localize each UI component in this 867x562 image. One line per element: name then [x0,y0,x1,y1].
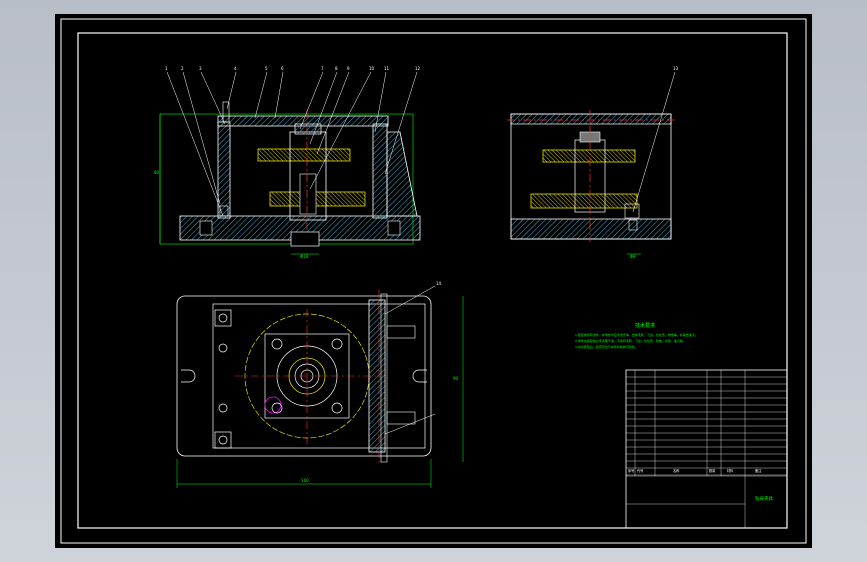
front-base-dim: Φ16 [300,254,309,259]
balloon-11: 11 [384,66,390,71]
balloon-7: 7 [321,66,324,71]
bom-header-0: 序号 [628,468,634,473]
balloon-8: 8 [335,66,338,71]
tech-title: 技术要求 [635,322,655,329]
side-view: 13 Φ8 [507,66,679,259]
bom-header-1: 代号 [637,468,643,473]
title-block: 序号 代号 名称 数量 材料 备注 钻床夹具 [625,369,788,529]
bom-header-2: 名称 [673,468,680,473]
balloon-4: 4 [234,66,237,71]
outer-border [60,18,807,544]
inner-border [77,32,788,529]
balloon-6: 6 [281,66,284,71]
balloon-12: 12 [415,66,421,71]
tech-note-3: 3.夹具装配后，检查定位与夹紧机构的可靠性。 [575,344,638,349]
title-block-name: 钻床夹具 [755,495,773,502]
technical-requirements: 技术要求 1.装配前所有零件、外购件均应清洗干净，去除毛刺、飞边、氧化皮、锈蚀等… [575,322,698,349]
front-balloons: 1 2 3 4 5 6 7 8 9 10 11 12 [165,66,421,71]
front-height-dim: 80 [154,170,160,175]
tech-note-2: 2.零件在装配前必须清理干净，不得有毛刺、飞边、氧化皮、锈蚀、切屑、油污等。 [575,338,686,343]
balloon-10: 10 [369,66,375,71]
balloon-14: 14 [436,281,442,286]
balloon-5: 5 [265,66,268,71]
front-view: 80 Φ16 [154,71,421,259]
plan-height-dim: 90 [453,376,459,381]
bom-header-4: 材料 [727,468,734,473]
balloon-13: 13 [673,66,679,71]
bom-header-3: 数量 [709,468,716,473]
drawing-sheet: 80 Φ16 [55,14,812,548]
balloon-2: 2 [181,66,184,71]
side-dim: Φ8 [630,254,636,259]
balloon-1: 1 [165,66,168,71]
plan-view: 14 160 90 [176,281,464,488]
plan-width-dim: 160 [301,478,309,483]
assembly-drawing: 80 Φ16 [60,18,807,544]
balloon-3: 3 [199,66,202,71]
bom-header-5: 备注 [755,468,762,473]
tech-note-1: 1.装配前所有零件、外购件均应清洗干净，去除毛刺、飞边、氧化皮、锈蚀等，并除去油… [575,332,698,337]
balloon-9: 9 [347,66,350,71]
